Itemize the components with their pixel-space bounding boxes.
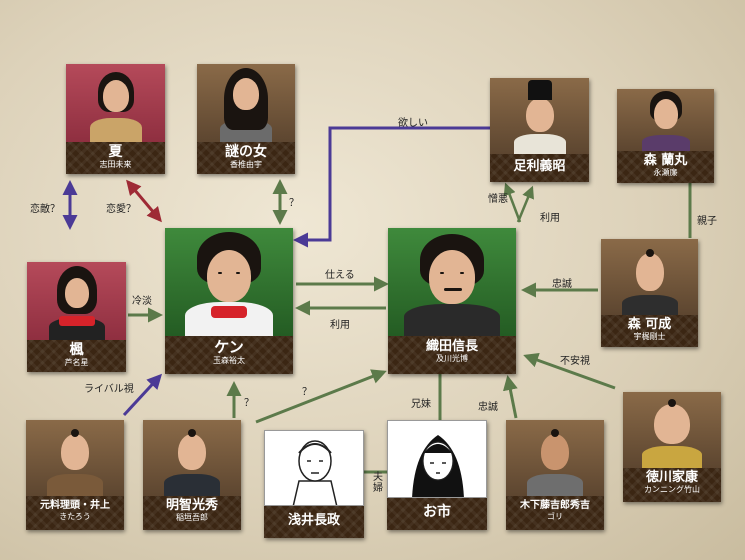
name-ieyasu: 徳川家康: [645, 470, 698, 485]
label-renai: 恋愛？: [106, 204, 136, 215]
name-inoue: 元料理頭・井上: [40, 500, 110, 511]
name-nobunaga: 織田信長: [425, 339, 478, 354]
card-ken: ケン 玉森裕太: [165, 228, 293, 374]
portrait-yoshinari: [601, 239, 698, 315]
actor-yoshinari: 宇梶剛士: [633, 331, 666, 341]
portrait-nazo: [197, 64, 295, 142]
card-yoshinari: 森 可成 宇梶剛士: [601, 239, 698, 347]
actor-nobunaga: 及川光博: [436, 353, 468, 363]
label-riyou1: 利用: [540, 213, 560, 224]
label-fuanshi: 不安視: [560, 356, 590, 367]
plate-yoshinari: 森 可成 宇梶剛士: [601, 315, 698, 347]
arrow-riyou1: [516, 185, 534, 223]
label-riyou2: 利用: [330, 320, 350, 331]
portrait-oichi: [387, 420, 487, 498]
portrait-natsu: [66, 64, 165, 142]
name-mitsuhide: 明智光秀: [165, 498, 218, 513]
portrait-nagamasa: [264, 430, 364, 506]
actor-hideyoshi: ゴリ: [547, 511, 563, 521]
oichi-illustration: [412, 435, 464, 497]
plate-nobunaga: 織田信長 及川光博: [388, 336, 516, 374]
card-yoshiaki: 足利義昭: [490, 78, 589, 182]
label-fuufu: 夫婦: [373, 472, 383, 494]
name-ranmaru: 森 蘭丸: [643, 153, 688, 168]
arrow-hoshii: [293, 126, 490, 248]
portrait-ieyasu: [623, 392, 721, 468]
plate-hideyoshi: 木下藤吉郎秀吉 ゴリ: [506, 496, 604, 530]
plate-natsu: 夏 志田未来: [66, 142, 165, 174]
card-nazo: 謎の女 香椎由宇: [197, 64, 295, 174]
portrait-hideyoshi: [506, 420, 604, 496]
label-hoshii: 欲しい: [398, 118, 428, 129]
label-chusei1: 忠誠: [552, 279, 572, 290]
plate-mitsuhide: 明智光秀 稲垣吾郎: [143, 496, 241, 530]
actor-ken: 玉森裕太: [213, 355, 245, 365]
plate-inoue: 元料理頭・井上 きたろう: [26, 496, 124, 530]
name-hideyoshi: 木下藤吉郎秀吉: [520, 500, 590, 511]
card-nobunaga: 織田信長 及川光博: [388, 228, 516, 374]
label-tsukaeru: 仕える: [325, 270, 355, 281]
actor-mitsuhide: 稲垣吾郎: [176, 512, 208, 522]
label-renteki: 恋敵？: [30, 204, 60, 215]
label-oyako: 親子: [697, 216, 717, 227]
plate-nazo: 謎の女 香椎由宇: [197, 142, 295, 174]
plate-ieyasu: 徳川家康 カンニング竹山: [623, 468, 721, 502]
label-q1: ？: [289, 198, 299, 209]
card-ranmaru: 森 蘭丸 永瀬廉: [617, 89, 714, 183]
arrow-zouo: [503, 182, 522, 223]
nagamasa-illustration: [292, 440, 338, 505]
name-nazo: 謎の女: [225, 144, 267, 160]
arrow-fuanshi: [523, 353, 616, 390]
card-oichi: お市: [387, 420, 487, 530]
card-mitsuhide: 明智光秀 稲垣吾郎: [143, 420, 241, 530]
plate-yoshiaki: 足利義昭: [490, 154, 589, 182]
arrow-chusei2: [502, 375, 518, 419]
arrow-q3: [255, 369, 387, 424]
label-zouo: 憎悪: [488, 194, 508, 205]
label-chusei2: 忠誠: [478, 402, 498, 413]
card-hideyoshi: 木下藤吉郎秀吉 ゴリ: [506, 420, 604, 530]
actor-nazo: 香椎由宇: [230, 159, 262, 169]
actor-natsu: 志田未来: [99, 159, 132, 169]
actor-inoue: きたろう: [59, 511, 91, 521]
card-kaede: 楓 芦名星: [27, 262, 126, 372]
actor-kaede: 芦名星: [64, 357, 89, 367]
card-ieyasu: 徳川家康 カンニング竹山: [623, 392, 721, 502]
plate-ken: ケン 玉森裕太: [165, 336, 293, 374]
plate-ranmaru: 森 蘭丸 永瀬廉: [617, 151, 714, 183]
name-kaede: 楓: [69, 342, 84, 358]
actor-ranmaru: 永瀬廉: [653, 167, 678, 177]
name-yoshinari: 森 可成: [627, 317, 672, 332]
label-reitan: 冷淡: [132, 296, 152, 307]
name-nagamasa: 浅井長政: [287, 513, 340, 528]
portrait-kaede: [27, 262, 126, 340]
portrait-yoshiaki: [490, 78, 589, 154]
portrait-mitsuhide: [143, 420, 241, 496]
name-ken: ケン: [214, 338, 244, 356]
label-kyoudai: 兄妹: [411, 399, 431, 410]
label-rival: ライバル視: [84, 384, 134, 395]
portrait-nobunaga: [388, 228, 516, 336]
card-inoue: 元料理頭・井上 きたろう: [26, 420, 124, 530]
card-natsu: 夏 志田未来: [66, 64, 165, 174]
actor-ieyasu: カンニング竹山: [644, 484, 700, 494]
plate-kaede: 楓 芦名星: [27, 340, 126, 372]
label-q3: ？: [302, 387, 312, 398]
plate-nagamasa: 浅井長政: [264, 506, 364, 538]
portrait-ken: [165, 228, 293, 336]
portrait-inoue: [26, 420, 124, 496]
name-oichi: お市: [423, 504, 451, 520]
name-natsu: 夏: [108, 144, 123, 160]
plate-oichi: お市: [387, 498, 487, 530]
arrow-renai: [126, 179, 162, 223]
name-yoshiaki: 足利義昭: [513, 159, 566, 174]
arrow-rival: [122, 373, 163, 417]
label-q2: ？: [244, 398, 254, 409]
card-nagamasa: 浅井長政: [264, 430, 364, 538]
portrait-ranmaru: [617, 89, 714, 151]
